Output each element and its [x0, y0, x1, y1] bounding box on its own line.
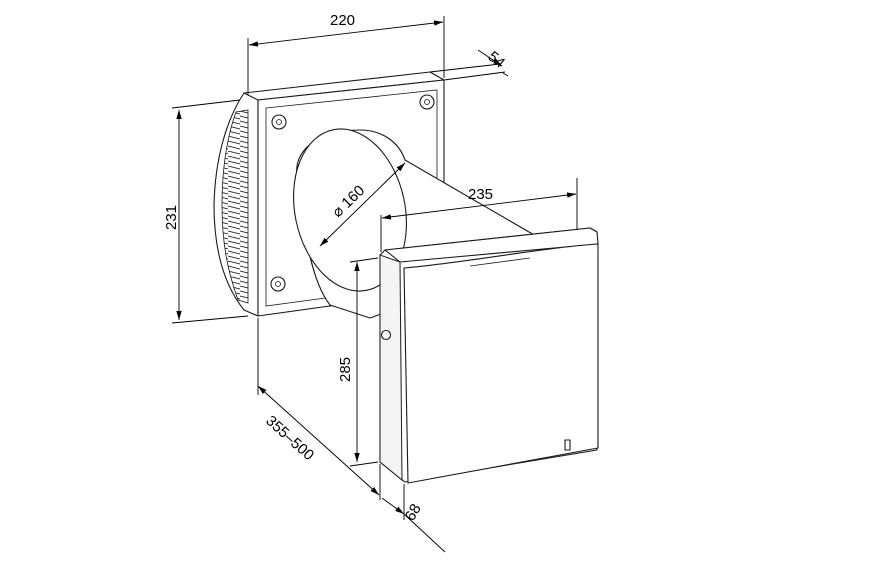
cover-seam	[469, 257, 531, 267]
dim-height-rear: 231	[163, 99, 249, 324]
dim-label-285: 285	[337, 357, 354, 382]
rear-grille-slats	[221, 109, 249, 304]
indicator-led-icon	[564, 439, 571, 451]
screw-icon	[270, 276, 286, 292]
screw-icon	[271, 114, 287, 130]
dim-label-68: 68	[402, 501, 425, 524]
front-top-rim	[384, 227, 599, 263]
dim-label-355-500: 355–500	[262, 412, 317, 464]
dim-label-54: 54	[484, 48, 508, 72]
dim-width-front: 235	[380, 178, 578, 252]
dim-label-235: 235	[468, 186, 493, 203]
dim-label-231: 231	[163, 205, 180, 230]
front-unit	[379, 227, 599, 484]
dim-wall-thickness: 355–500	[257, 318, 381, 500]
dim-width-rear: 220	[247, 12, 445, 95]
dim-label-220: 220	[330, 12, 355, 29]
front-cover	[403, 243, 599, 484]
screw-icon	[419, 94, 435, 110]
side-button-icon	[380, 329, 392, 341]
front-side-panel	[379, 254, 403, 482]
dim-depth-rear: 54	[429, 48, 509, 81]
dim-depth-front: 68	[381, 484, 446, 553]
